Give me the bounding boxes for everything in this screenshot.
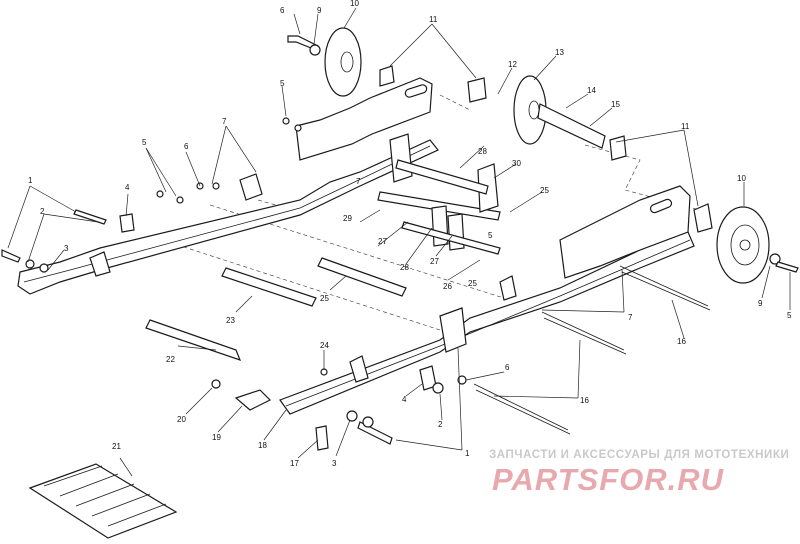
callout-2: 2: [438, 420, 443, 429]
callout-5: 5: [280, 79, 285, 88]
callout-21: 21: [112, 442, 121, 451]
rear-idler-assembly: [287, 27, 627, 161]
right-rail: [279, 185, 695, 415]
watermark-logo: PARTSFOR.RU: [492, 462, 725, 497]
callout-14: 14: [587, 86, 596, 95]
callout-1: 1: [28, 176, 33, 185]
leader-lines: [7, 7, 791, 477]
callout-26: 26: [443, 282, 452, 291]
callout-labels: 1 2 3 4 5 6 7 5 6 9 10 11 12 13 14 15 11…: [28, 0, 792, 468]
callout-17: 17: [290, 459, 299, 468]
left-rail: [17, 77, 439, 295]
callout-5: 5: [787, 311, 792, 320]
callout-6: 6: [280, 6, 285, 15]
callout-12: 12: [508, 60, 517, 69]
callout-7: 7: [356, 177, 361, 186]
callout-9: 9: [317, 6, 322, 15]
callout-25: 25: [540, 186, 549, 195]
center-arm: [389, 133, 501, 255]
callout-25: 25: [468, 279, 477, 288]
callout-13: 13: [555, 48, 564, 57]
callout-4: 4: [402, 395, 407, 404]
callout-28: 28: [400, 263, 409, 272]
watermark-tagline: ЗАПЧАСТИ И АКСЕССУАРЫ ДЛЯ МОТОТЕХНИКИ: [489, 449, 790, 461]
callout-28: 28: [478, 147, 487, 156]
callout-24: 24: [320, 341, 329, 350]
callout-4: 4: [125, 183, 130, 192]
callout-19: 19: [212, 433, 221, 442]
callout-9: 9: [758, 299, 763, 308]
slide-rail-21: [28, 463, 178, 539]
callout-7: 7: [628, 313, 633, 322]
long-bolts: [473, 265, 711, 435]
callout-5: 5: [142, 138, 147, 147]
callout-30: 30: [512, 159, 521, 168]
callout-1: 1: [465, 449, 470, 458]
fasteners: [1, 117, 467, 451]
callout-5: 5: [488, 231, 493, 240]
callout-16: 16: [677, 337, 686, 346]
callout-23: 23: [226, 316, 235, 325]
callout-11: 11: [429, 15, 438, 24]
callout-2: 2: [40, 207, 45, 216]
callout-10: 10: [737, 174, 746, 183]
callout-22: 22: [166, 355, 175, 364]
callout-3: 3: [332, 459, 337, 468]
callout-3: 3: [64, 244, 69, 253]
callout-10: 10: [350, 0, 359, 8]
callout-6: 6: [505, 363, 510, 372]
callout-20: 20: [177, 415, 186, 424]
callout-27: 27: [378, 237, 387, 246]
callout-15: 15: [611, 100, 620, 109]
callout-18: 18: [258, 441, 267, 450]
callout-25: 25: [320, 294, 329, 303]
callout-16: 16: [580, 396, 589, 405]
callout-29: 29: [343, 214, 352, 223]
right-idler-wheel: [693, 203, 799, 284]
cross-shafts: [145, 191, 501, 361]
callout-27: 27: [430, 257, 439, 266]
callout-6: 6: [184, 142, 189, 151]
callout-11: 11: [681, 122, 690, 131]
callout-7: 7: [222, 117, 227, 126]
